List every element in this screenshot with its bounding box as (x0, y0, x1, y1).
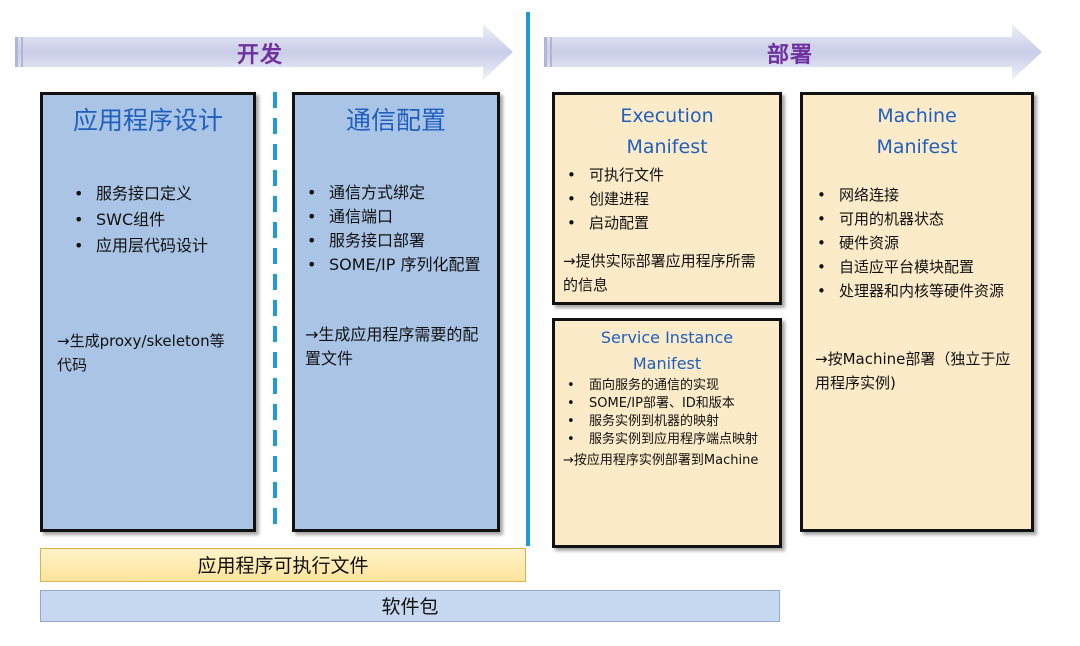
comm-config-box: 通信配置 通信方式绑定 通信端口 服务接口部署 SOME/IP 序列化配置 →生… (292, 92, 500, 532)
dev-header-arrow (15, 24, 513, 80)
comm-config-note: →生成应用程序需要的配置文件 (305, 325, 479, 368)
list-item: 通信方式绑定 (295, 181, 497, 205)
app-design-box: 应用程序设计 服务接口定义 SWC组件 应用层代码设计 →生成proxy/ske… (40, 92, 256, 532)
list-item: 网络连接 (803, 183, 1031, 207)
deploy-header-label: 部署 (766, 43, 813, 68)
list-item: SWC组件 (43, 207, 253, 233)
machine-manifest-list: 网络连接 可用的机器状态 硬件资源 自适应平台模块配置 处理器和内核等硬件资源 (803, 183, 1031, 303)
exec-manifest-box: Execution Manifest 可执行文件 创建进程 启动配置 →提供实际… (552, 92, 782, 305)
list-item: 应用层代码设计 (43, 233, 253, 259)
list-item: 服务接口部署 (295, 229, 497, 253)
list-item: 服务实例到机器的映射 (555, 413, 779, 431)
app-executable-bar: 应用程序可执行文件 (40, 548, 526, 582)
list-item: 可用的机器状态 (803, 207, 1031, 231)
app-design-list: 服务接口定义 SWC组件 应用层代码设计 (43, 181, 253, 259)
deploy-header-arrow (544, 24, 1042, 80)
list-item: 服务实例到应用程序端点映射 (555, 431, 779, 449)
software-package-bar: 软件包 (40, 590, 780, 622)
list-item: 服务接口定义 (43, 181, 253, 207)
list-item: 创建进程 (555, 187, 779, 211)
machine-manifest-note: →按Machine部署（独立于应用程序实例) (815, 350, 1011, 392)
list-item: 处理器和内核等硬件资源 (803, 279, 1031, 303)
app-design-title: 应用程序设计 (72, 106, 223, 135)
list-item: 自适应平台模块配置 (803, 255, 1031, 279)
service-manifest-box: Service Instance Manifest 面向服务的通信的实现 SOM… (552, 318, 782, 548)
list-item: 硬件资源 (803, 231, 1031, 255)
exec-manifest-title: Execution Manifest (620, 105, 714, 158)
service-manifest-title: Service Instance Manifest (600, 328, 734, 373)
comm-config-title: 通信配置 (345, 106, 446, 135)
exec-manifest-list: 可执行文件 创建进程 启动配置 (555, 163, 779, 235)
comm-config-list: 通信方式绑定 通信端口 服务接口部署 SOME/IP 序列化配置 (295, 181, 497, 277)
dev-header-label: 开发 (236, 43, 283, 68)
dev-dashed-divider (273, 92, 277, 530)
exec-manifest-note: →提供实际部署应用程序所需的信息 (563, 252, 756, 294)
list-item: 通信端口 (295, 205, 497, 229)
machine-manifest-box: Machine Manifest 网络连接 可用的机器状态 硬件资源 自适应平台… (800, 92, 1034, 532)
app-design-note: →生成proxy/skeleton等代码 (57, 332, 225, 374)
dev-deploy-divider (526, 12, 530, 546)
list-item: SOME/IP 序列化配置 (295, 253, 497, 277)
machine-manifest-title: Machine Manifest (876, 105, 958, 158)
list-item: 启动配置 (555, 211, 779, 235)
list-item: 可执行文件 (555, 163, 779, 187)
list-item: 面向服务的通信的实现 (555, 377, 779, 395)
service-manifest-note: →按应用程序实例部署到Machine (563, 453, 759, 468)
service-manifest-list: 面向服务的通信的实现 SOME/IP部署、ID和版本 服务实例到机器的映射 服务… (555, 377, 779, 449)
list-item: SOME/IP部署、ID和版本 (555, 395, 779, 413)
